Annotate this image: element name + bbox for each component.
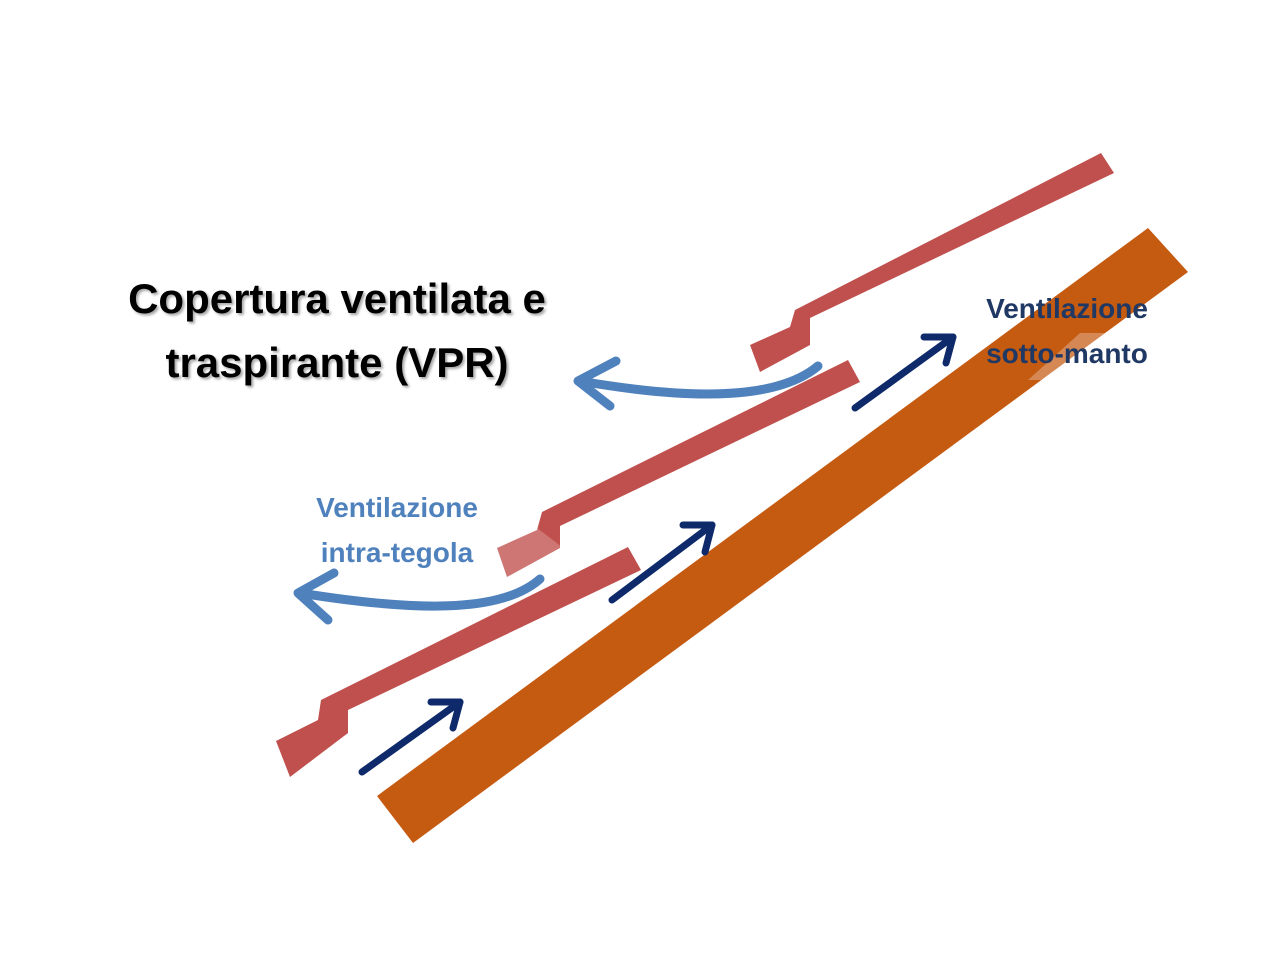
intra-tile-arrow-upper	[573, 356, 823, 411]
roof-deck	[377, 228, 1188, 843]
intra-tile-arrow-lower	[293, 568, 545, 625]
roof-tile-upper	[750, 153, 1114, 372]
label-intra-line-2: intra-tegola	[321, 537, 474, 568]
title-line-1: Copertura ventilata e	[128, 275, 546, 322]
label-intra-line-1: Ventilazione	[316, 492, 478, 523]
roof-tile-lower	[276, 547, 641, 777]
roof-tile-middle	[497, 360, 860, 577]
label-highlight-sotto	[1028, 333, 1168, 380]
under-tile-arrow-bottom	[358, 698, 464, 776]
under-tile-arrow-middle	[608, 521, 716, 604]
label-sotto-line-2: sotto-manto	[986, 338, 1148, 369]
title-line-2: traspirante (VPR)	[165, 339, 508, 386]
under-tile-arrow-top	[851, 333, 957, 412]
label-sotto-line-1: Ventilazione	[986, 293, 1148, 324]
label-highlight-intra	[496, 528, 562, 577]
